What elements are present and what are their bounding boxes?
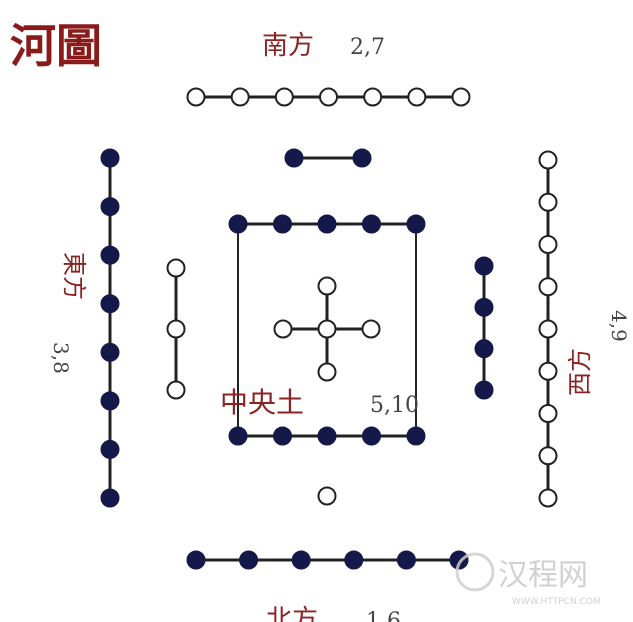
east-outer-dot	[100, 245, 120, 265]
center-cross-dot	[317, 276, 337, 296]
east-outer-dot	[100, 391, 120, 411]
dot-groups	[100, 87, 558, 570]
south-outer-dot	[363, 87, 383, 107]
center-cross-dot	[361, 319, 381, 339]
center-label: 中央土	[220, 386, 304, 419]
center-cross-dot	[317, 319, 337, 339]
west-outer-dot	[538, 404, 558, 423]
west-outer-dot	[538, 150, 558, 170]
center-bottom-dot	[228, 426, 248, 446]
center-cross-dot	[317, 362, 337, 382]
west-outer-dot	[538, 488, 558, 508]
north-outer-dot	[291, 550, 311, 570]
west-outer-dot	[538, 192, 558, 212]
west-label: 西方	[566, 348, 594, 396]
north-outer-dot	[344, 550, 364, 570]
center-cross-dot	[273, 319, 293, 339]
center-top-dot	[273, 214, 292, 234]
north-label: 北方	[266, 605, 318, 622]
center-bottom-dot	[317, 426, 337, 446]
center-top-dot	[362, 214, 381, 234]
south-outer-dot	[230, 87, 250, 107]
west-numbers: 4,9	[607, 310, 631, 342]
north-numbers: 1,6	[366, 609, 401, 622]
watermark: 汉程网 WWW.HTTPCN.COM	[455, 552, 601, 607]
east-outer-dot	[100, 294, 120, 314]
north-outer-dot	[449, 550, 469, 570]
watermark-logo-icon	[455, 552, 495, 592]
south-outer-dot	[319, 87, 338, 107]
west-inner-dot	[474, 380, 494, 400]
south-numbers: 2,7	[350, 35, 385, 60]
east-outer-dot	[100, 197, 120, 217]
south-outer-dot	[186, 87, 206, 107]
south-inner-dot	[352, 148, 372, 168]
east-numbers: 3,8	[49, 342, 73, 374]
center-top-dot	[228, 214, 248, 234]
west-outer-dot	[538, 235, 558, 254]
center-bottom-dot	[362, 426, 381, 446]
south-inner-dot	[284, 148, 304, 168]
center-top-dot	[406, 214, 426, 234]
east-outer-dot	[100, 488, 120, 508]
east-inner-dot	[166, 258, 186, 278]
east-inner-dot	[166, 319, 186, 339]
south-label: 南方	[262, 31, 314, 61]
east-label-group: 東方	[60, 252, 88, 300]
south-outer-dot	[274, 87, 294, 107]
center-bottom-dot	[406, 426, 426, 446]
east-outer-dot	[100, 342, 120, 362]
diagram-title: 河圖	[10, 19, 102, 73]
east-outer-dot	[100, 439, 120, 459]
center-top-dot	[317, 214, 337, 234]
north-outer-dot	[396, 550, 416, 570]
west-inner-dot	[474, 256, 494, 276]
north-outer-dot	[239, 550, 259, 570]
east-label: 東方	[60, 252, 88, 300]
east-outer-dot	[100, 148, 120, 168]
south-outer-dot	[451, 87, 471, 107]
south-outer-dot	[407, 87, 427, 107]
east-inner-dot	[166, 380, 186, 400]
west-outer-dot	[538, 277, 558, 297]
west-inner-dot	[474, 297, 494, 317]
west-numbers-group: 4,9	[607, 310, 631, 342]
west-outer-dot	[538, 446, 558, 466]
west-outer-dot	[538, 319, 558, 339]
watermark-text: 汉程网	[498, 558, 588, 593]
west-inner-dot	[474, 339, 494, 359]
center-numbers: 5,10	[370, 393, 419, 418]
center-bottom-dot	[273, 426, 292, 446]
watermark-url: WWW.HTTPCN.COM	[512, 597, 601, 607]
north-outer-dot	[186, 550, 206, 570]
east-numbers-group: 3,8	[49, 342, 73, 374]
west-outer-dot	[538, 361, 558, 381]
north-inner-dot	[317, 486, 337, 506]
west-label-group: 西方	[566, 348, 594, 396]
